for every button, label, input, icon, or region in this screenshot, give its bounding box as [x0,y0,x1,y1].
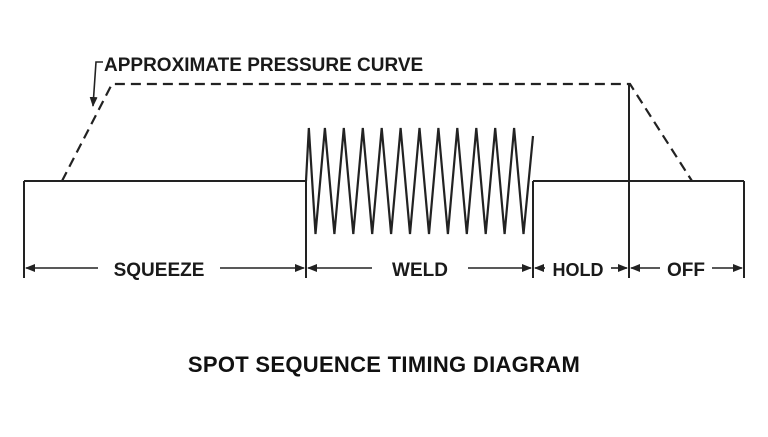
weld-label: WELD [392,260,448,281]
dimension-off: OFF [630,260,743,281]
weld-current-wave [304,127,535,235]
diagram-caption: SPOT SEQUENCE TIMING DIAGRAM [187,352,581,377]
off-label: OFF [667,260,705,281]
pressure-curve-label: APPROXIMATE PRESSURE CURVE [104,55,423,76]
pressure-curve-leader [89,61,103,107]
squeeze-label: SQUEEZE [114,260,205,281]
pressure-curve [61,82,693,182]
dimension-weld: WELD [307,260,532,281]
hold-label: HOLD [553,260,604,280]
dimension-squeeze: SQUEEZE [25,260,305,281]
dimension-hold: HOLD [534,260,628,280]
